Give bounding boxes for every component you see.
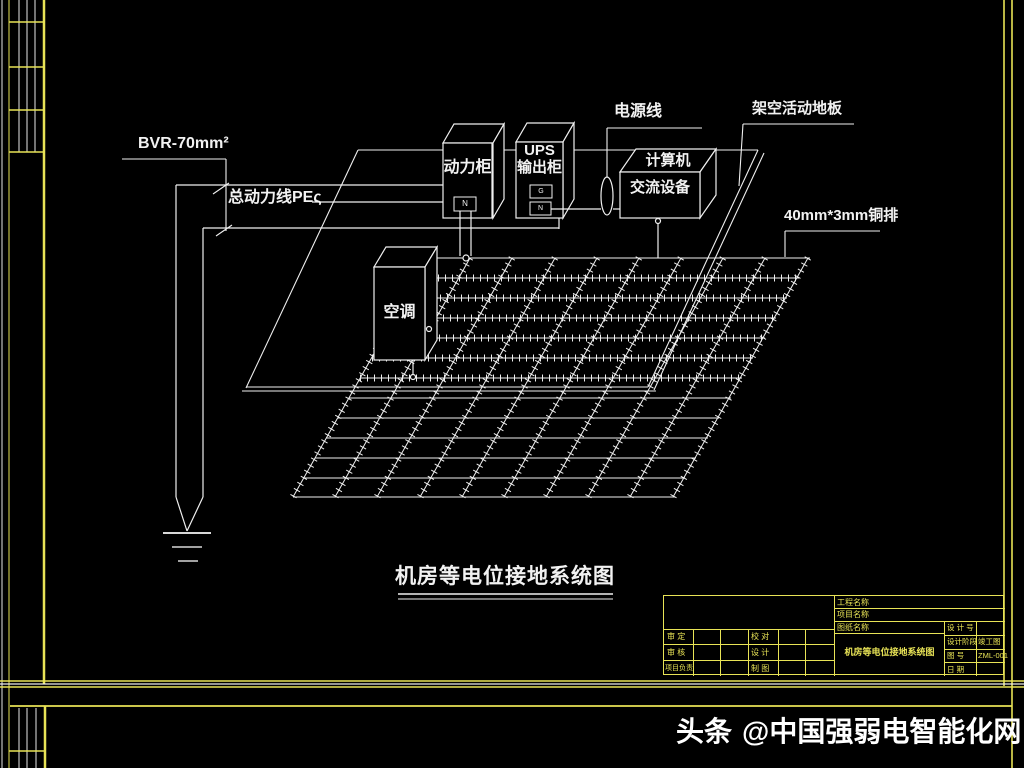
sheet-title: 机房等电位接地系统图 — [844, 647, 935, 657]
ground-wires — [409, 176, 662, 381]
watermark: 头条 @中国强弱电智能化网 — [676, 710, 1021, 750]
power-cabinet-terminal-label: N — [462, 199, 468, 208]
lead-label: 项目负责 — [665, 665, 693, 672]
drawing-title: 机房等电位接地系统图 — [395, 565, 615, 588]
design-label: 设 计 — [751, 648, 770, 657]
title-block: 审 定 审 核 项目负责 校 对 设 计 制 图 工程名称 项目名称 图纸名称 … — [663, 595, 1008, 676]
date-label: 日 期 — [947, 665, 965, 674]
title-underline — [398, 593, 613, 600]
power-cord-label: 电源线 — [614, 103, 663, 120]
air-conditioner-label: 空调 — [383, 304, 416, 321]
leader-lines — [122, 123, 880, 257]
ups-terminal-top-label: G — [538, 188, 544, 195]
computer-label-line2: 交流设备 — [629, 179, 690, 196]
earth-electrode — [163, 532, 211, 562]
copper-bar-label: 40mm*3mm铜排 — [784, 207, 899, 224]
sheet-name-label: 图纸名称 — [837, 623, 869, 632]
stage-label: 设计阶段 — [947, 637, 977, 646]
ups-terminal-bottom-label: N — [537, 205, 544, 212]
fig-no-value: ZML-001 — [978, 651, 1009, 660]
draft-label: 制 图 — [751, 664, 770, 673]
ups-label-line1: UPS — [524, 142, 555, 159]
equipment-boxes — [372, 120, 718, 363]
project-name-label: 工程名称 — [837, 598, 869, 607]
ups-label-line2: 输出柜 — [516, 159, 562, 176]
proof-label: 校 对 — [751, 632, 770, 641]
design-no-label: 设 计 号 — [947, 623, 974, 632]
main-pe-label: 总动力线PEς — [228, 189, 322, 206]
raised-floor-label: 架空活动地板 — [752, 100, 843, 117]
watermark-brand: 头条 — [676, 716, 733, 747]
watermark-handle: @中国强弱电智能化网 — [742, 716, 1022, 747]
stage-value: 竣工图 — [978, 637, 1001, 646]
computer-label-line1: 计算机 — [645, 152, 691, 169]
item-name-label: 项目名称 — [837, 610, 869, 619]
check-label: 审 核 — [667, 648, 686, 657]
copper-grid — [289, 256, 812, 499]
fig-no-label: 图 号 — [947, 651, 965, 660]
bvr-cable-label: BVR-70mm² — [138, 135, 229, 152]
pe-conductors — [175, 184, 559, 532]
terminal-boxes — [453, 184, 553, 216]
power-cabinet-label: 动力柜 — [443, 159, 492, 176]
approve-label: 审 定 — [667, 632, 686, 641]
